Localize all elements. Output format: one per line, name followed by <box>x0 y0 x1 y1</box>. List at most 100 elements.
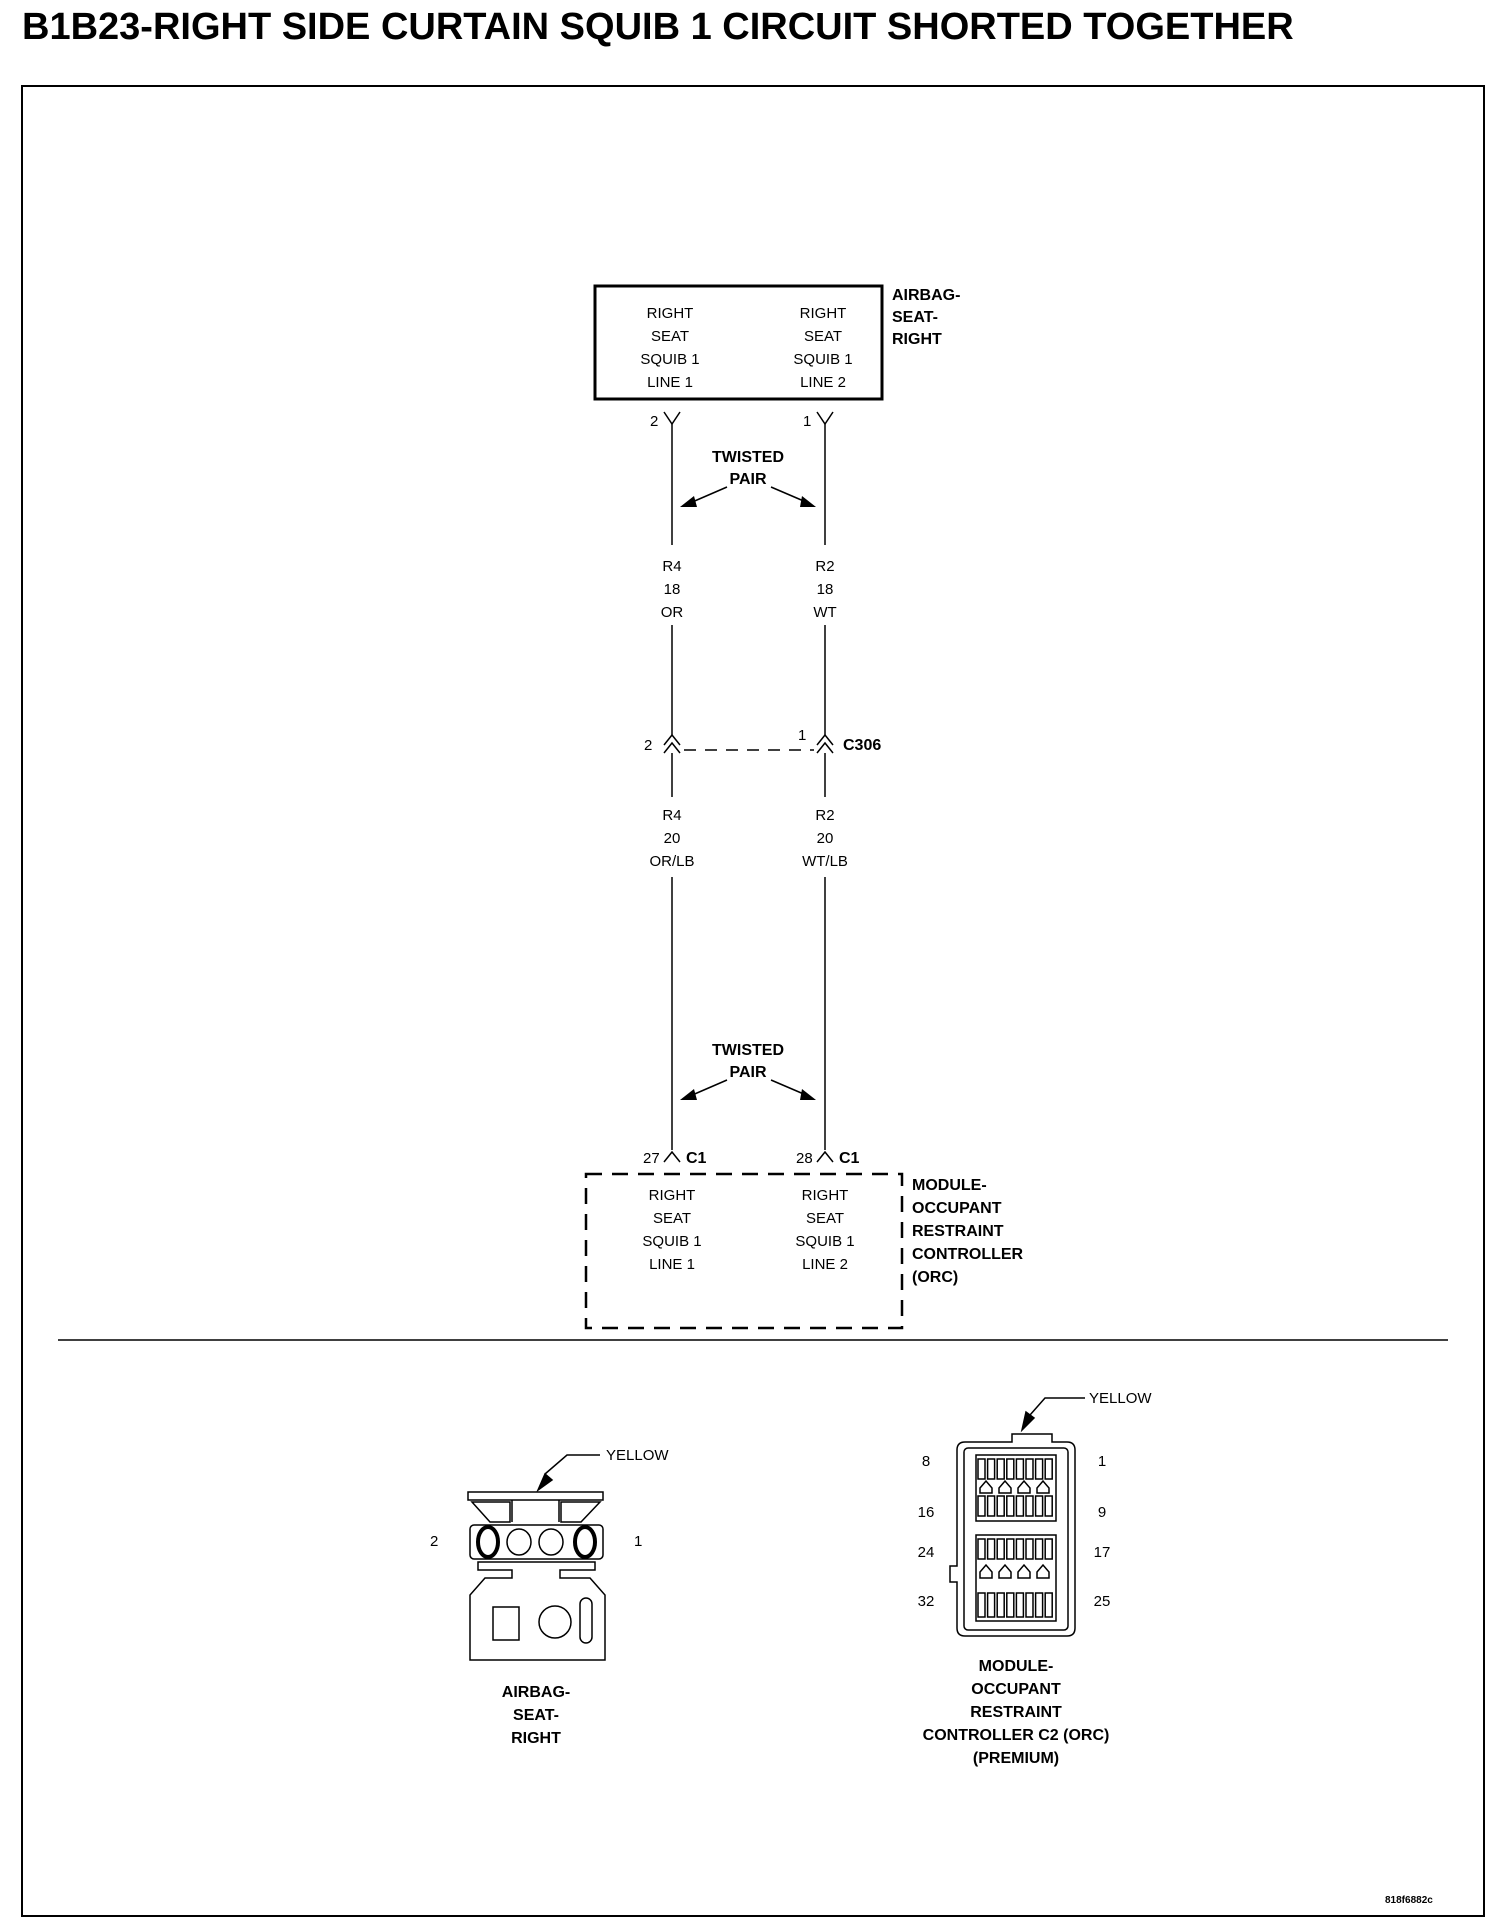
cavity-lower-row1 <box>1015 1538 1025 1560</box>
cavity-upper-row1 <box>1034 1458 1044 1480</box>
c1-pin-28-label: 28 <box>796 1150 813 1167</box>
cavity-upper-row1 <box>1025 1458 1034 1480</box>
cavity-lower-row2 <box>986 1592 996 1618</box>
barrel-end-left-icon <box>476 1525 500 1559</box>
orc-name-1: MODULE- <box>912 1177 987 1194</box>
cavity-upper-row1 <box>977 1458 986 1480</box>
orc-pin-a-line4: LINE 1 <box>649 1256 695 1273</box>
cavity-lower-row2 <box>1034 1592 1044 1618</box>
airbag-view-color: YELLOW <box>606 1447 669 1464</box>
cavity-upper-row1 <box>1006 1458 1015 1480</box>
airbag-pin-2-label: 2 <box>650 413 658 430</box>
body-slot-icon <box>492 1606 520 1641</box>
orc-view-pin-16: 16 <box>918 1504 935 1521</box>
orc-pin-b-line4: LINE 2 <box>802 1256 848 1273</box>
cavity-lower-row2 <box>1015 1592 1025 1618</box>
airbag-pin-b-line4: LINE 2 <box>800 374 846 391</box>
body-hole-icon <box>538 1605 572 1639</box>
orc-pin-a-line2: SEAT <box>653 1210 691 1227</box>
orc-name-5: (ORC) <box>912 1269 958 1286</box>
orc-name-4: CONTROLLER <box>912 1246 1024 1263</box>
wire-r4-upper-circuit: R4 <box>662 558 681 575</box>
c306-pin-2-bottom-icon <box>663 741 681 754</box>
cavity-upper-row1 <box>1044 1458 1053 1480</box>
cavity-upper-row2 <box>1025 1495 1034 1517</box>
airbag-pin-a-line2: SEAT <box>651 328 689 345</box>
airbag-pin-b-line1: RIGHT <box>800 305 847 322</box>
cavity-lower-row2 <box>1044 1592 1053 1618</box>
lower-cavity-block <box>977 1538 1053 1618</box>
wire-r2-upper-circuit: R2 <box>815 558 834 575</box>
pin-cavity-1-icon <box>538 1528 564 1556</box>
airbag-pin-a-line1: RIGHT <box>647 305 694 322</box>
cavity-lower-row2 <box>1025 1592 1034 1618</box>
c1-pin-28-terminal-icon <box>816 1150 834 1163</box>
c1-connector-right-label: C1 <box>839 1150 860 1167</box>
airbag-view-caption-3: RIGHT <box>511 1730 561 1747</box>
airbag-pin-b-line3: SQUIB 1 <box>793 351 852 368</box>
diagram-frame <box>21 85 1485 1917</box>
orc-connector-view <box>949 1397 1085 1637</box>
twisted-pair-upper-line2: PAIR <box>729 471 766 488</box>
figure-code: 818f6882c <box>1385 1895 1433 1906</box>
cavity-upper-row2 <box>977 1495 986 1517</box>
cavity-lower-row1 <box>977 1538 986 1560</box>
cavity-upper-row2 <box>1034 1495 1044 1517</box>
orc-module: RIGHT SEAT SQUIB 1 LINE 1 RIGHT SEAT SQU… <box>584 1172 1024 1330</box>
pin-2-terminal-icon <box>663 411 681 426</box>
cavity-lower-row2 <box>996 1592 1005 1618</box>
orc-pin-b-line1: RIGHT <box>802 1187 849 1204</box>
orc-pin-a-line3: SQUIB 1 <box>642 1233 701 1250</box>
cavity-latch-icon <box>998 1563 1012 1579</box>
cavity-lower-row1 <box>1006 1538 1015 1560</box>
yellow-callout-arrow-icon <box>536 1472 554 1493</box>
wire-r4-upper-color: OR <box>661 604 684 621</box>
cavity-lower-row1 <box>1025 1538 1034 1560</box>
yellow-callout-line <box>544 1454 600 1475</box>
cavity-latch-icon <box>1017 1479 1031 1494</box>
cavity-latch-icon <box>998 1479 1012 1494</box>
cavity-lower-row1 <box>996 1538 1005 1560</box>
airbag-module-name-1: AIRBAG- <box>892 287 960 304</box>
twisted-pair-upper-line1: TWISTED <box>712 449 784 466</box>
cavity-upper-row2 <box>1044 1495 1053 1517</box>
cavity-lower-row1 <box>1044 1538 1053 1560</box>
twisted-pair-left-arrow-icon <box>680 496 697 507</box>
wire-r2-lower-color: WT/LB <box>802 853 848 870</box>
orc-view-caption-1: MODULE- <box>979 1658 1054 1675</box>
c306-pin-1-bottom-icon <box>816 741 834 754</box>
c1-connector-left-label: C1 <box>686 1150 707 1167</box>
upper-cavity-block <box>977 1458 1053 1517</box>
airbag-view-pin-left: 2 <box>430 1533 438 1550</box>
airbag-pin-a-line3: SQUIB 1 <box>640 351 699 368</box>
c306-pin-right-label: 1 <box>798 727 806 744</box>
wire-r4-upper-gauge: 18 <box>664 581 681 598</box>
orc-view-pin-9: 9 <box>1098 1504 1106 1521</box>
orc-view-pin-25: 25 <box>1094 1593 1111 1610</box>
wire-r4-lower-gauge: 20 <box>664 830 681 847</box>
wire-r2-lower-gauge: 20 <box>817 830 834 847</box>
airbag-connector-view <box>467 1454 606 1661</box>
cavity-latch-icon <box>1036 1479 1050 1494</box>
orc-yellow-callout-arrow-icon <box>1020 1410 1036 1433</box>
orc-c1-pins <box>663 1150 834 1163</box>
orc-pin-b-line2: SEAT <box>806 1210 844 1227</box>
orc-view-caption-4: CONTROLLER C2 (ORC) <box>923 1727 1110 1744</box>
cavity-latch-icon <box>979 1563 993 1579</box>
airbag-pin-b-line2: SEAT <box>804 328 842 345</box>
airbag-pin-a-line4: LINE 1 <box>647 374 693 391</box>
orc-view-caption-5: (PREMIUM) <box>973 1750 1059 1767</box>
c306-pin-1-top-icon <box>816 733 834 746</box>
c306-name: C306 <box>843 737 881 754</box>
wire-r2-lower-circuit: R2 <box>815 807 834 824</box>
twisted-pair-lower-line1: TWISTED <box>712 1042 784 1059</box>
cavity-lower-row1 <box>986 1538 996 1560</box>
cavity-upper-row1 <box>996 1458 1005 1480</box>
lower-wires <box>671 753 826 1150</box>
twisted-pair-right-arrow-icon <box>800 496 816 507</box>
pin-cavity-2-icon <box>506 1528 532 1556</box>
orc-name-3: RESTRAINT <box>912 1223 1004 1240</box>
cavity-upper-row2 <box>986 1495 996 1517</box>
twisted-pair-lower-line2: PAIR <box>729 1064 766 1081</box>
latch-left-icon <box>470 1501 511 1523</box>
